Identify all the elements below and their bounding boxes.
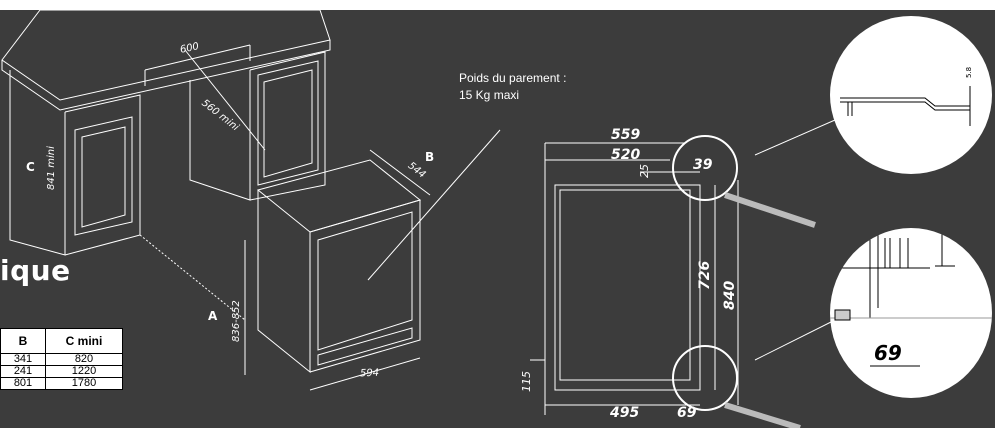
left-cabinet-side bbox=[9, 70, 66, 256]
dim-ticks-600 bbox=[144, 45, 251, 86]
table-cell-c: 1780 bbox=[45, 377, 123, 390]
facing-weight-note: Poids du parement : 15 Kg maxi bbox=[459, 71, 567, 102]
note-leader bbox=[367, 129, 501, 281]
appliance-side bbox=[257, 190, 311, 374]
left-cabinet-door bbox=[74, 116, 133, 236]
top-margin bbox=[0, 0, 995, 10]
table-header-b: B bbox=[0, 328, 46, 354]
dim-841-mini: 841 mini bbox=[46, 146, 57, 190]
dim-726: 726 bbox=[697, 260, 713, 290]
table-cell-c: 820 bbox=[45, 353, 123, 366]
left-cabinet-front bbox=[64, 94, 141, 256]
dim-520: 520 bbox=[611, 147, 641, 163]
dim-25: 25 bbox=[638, 164, 651, 178]
countertop-outline bbox=[1, 9, 331, 101]
right-cabinet-side bbox=[189, 70, 251, 201]
right-cabinet-front bbox=[249, 51, 326, 201]
zoom-detail-bottom bbox=[830, 228, 992, 398]
label-c: C bbox=[26, 160, 35, 174]
dim-line-594 bbox=[309, 357, 421, 391]
dim-836-852: 836-852 bbox=[231, 300, 242, 342]
dimension-table: B C mini 341 820 241 1220 801 1780 bbox=[0, 328, 123, 390]
dim-line-600 bbox=[144, 44, 251, 71]
appliance-front bbox=[309, 199, 421, 373]
label-a: A bbox=[208, 309, 218, 323]
magnifier-bottom-link bbox=[754, 319, 836, 361]
appliance-top bbox=[256, 159, 422, 233]
table-header-c-mini: C mini bbox=[45, 328, 123, 354]
dim-lines-559-520 bbox=[545, 142, 685, 161]
magnifier-bottom-handle bbox=[724, 402, 801, 428]
magnifier-top-link bbox=[754, 119, 836, 156]
table-row: 241 1220 bbox=[0, 365, 123, 378]
countertop-edge bbox=[1, 40, 331, 111]
dim-840: 840 bbox=[722, 280, 738, 310]
appliance-door bbox=[317, 211, 413, 351]
dim-line-115 bbox=[530, 359, 546, 400]
magnifier-bottom-ring bbox=[672, 345, 738, 411]
table-cell-c: 1220 bbox=[45, 365, 123, 378]
zoom-dim-69: 69 bbox=[874, 341, 902, 365]
table-row: 341 820 bbox=[0, 353, 123, 366]
section-heading: ique bbox=[0, 254, 71, 287]
table-cell-b: 341 bbox=[0, 353, 46, 366]
magnifier-top-handle bbox=[724, 192, 816, 228]
appliance-grille bbox=[317, 327, 413, 366]
dim-69: 69 bbox=[677, 405, 697, 421]
zoom-top-drawing bbox=[840, 86, 971, 126]
dim-line-544 bbox=[369, 149, 431, 196]
dim-559: 559 bbox=[611, 127, 641, 143]
dim-115: 115 bbox=[520, 371, 533, 392]
dim-line-560 bbox=[184, 49, 266, 151]
guide-line-a bbox=[139, 234, 246, 321]
table-cell-b: 241 bbox=[0, 365, 46, 378]
label-b: B bbox=[425, 150, 435, 164]
zoom-detail-top bbox=[830, 16, 992, 174]
dim-495: 495 bbox=[610, 405, 640, 421]
table-row: 801 1780 bbox=[0, 377, 123, 390]
dim-39: 39 bbox=[693, 157, 713, 173]
table-cell-b: 801 bbox=[0, 377, 46, 390]
dim-5-8: 5.8 bbox=[965, 66, 973, 78]
left-cabinet-door-panel bbox=[81, 126, 126, 228]
dim-594: 594 bbox=[359, 367, 380, 380]
side-appliance-body bbox=[554, 184, 701, 391]
zoom-bottom-drawing bbox=[830, 228, 992, 367]
right-cabinet-door bbox=[257, 60, 319, 186]
side-appliance-inner bbox=[559, 189, 691, 381]
magnifier-top-ring bbox=[672, 135, 738, 201]
right-cabinet-door-panel bbox=[263, 69, 313, 178]
